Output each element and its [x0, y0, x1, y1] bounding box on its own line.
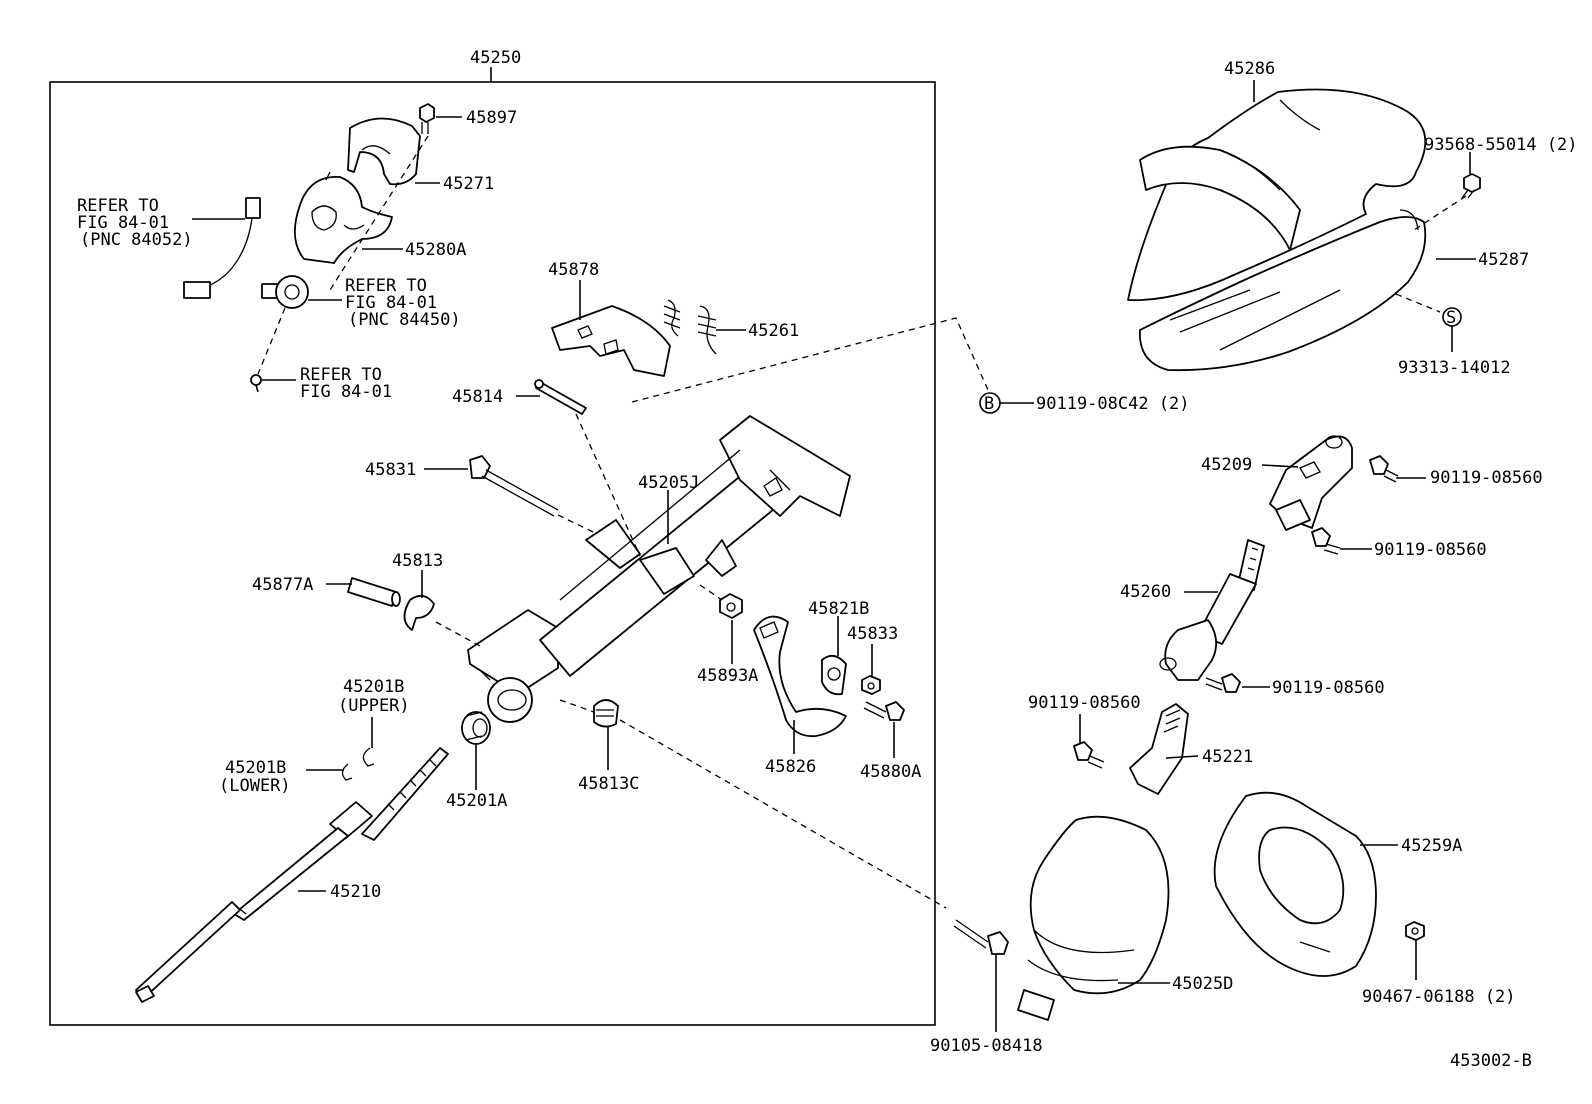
bearing-45201A-drawing — [461, 711, 491, 745]
bolt-45831-drawing — [469, 455, 559, 517]
bolt-45880A-drawing — [863, 701, 905, 721]
snap-ring-upper-drawing — [362, 747, 375, 767]
callout-45878: 45878 — [548, 260, 599, 280]
bolt-d-drawing — [1073, 741, 1105, 769]
callout-45025D: 45025D — [1172, 974, 1233, 994]
main-shaft-45210-drawing — [135, 747, 449, 1003]
dust-cover-45259A-drawing — [1213, 791, 1377, 977]
callout-45271: 45271 — [443, 174, 494, 194]
callout-45826: 45826 — [765, 757, 816, 777]
callout-bolt-d: 90119-08560 — [1028, 693, 1141, 713]
callout-45221: 45221 — [1202, 747, 1253, 767]
refer1-line3: (PNC 84052) — [80, 230, 193, 250]
snap-ring-lower-drawing — [341, 763, 353, 781]
callout-45831: 45831 — [365, 460, 416, 480]
label-lower: (LOWER) — [219, 776, 291, 796]
callout-45201A: 45201A — [446, 791, 507, 811]
bolt-45897-drawing — [419, 103, 435, 134]
callout-45259A: 45259A — [1401, 836, 1462, 856]
label-upper: (UPPER) — [338, 696, 410, 716]
bolt-c-drawing — [1205, 673, 1241, 693]
nut-45833-drawing — [861, 675, 881, 695]
u-joint-45209-drawing — [1269, 435, 1353, 531]
callout-45877A: 45877A — [252, 575, 313, 595]
callout-45201B-upper: 45201B — [343, 677, 404, 697]
screw-84-01-drawing — [250, 374, 262, 393]
refer1-line2: FIG 84-01 — [77, 213, 169, 233]
bolt-a-drawing — [1369, 455, 1399, 483]
callout-45209: 45209 — [1201, 455, 1252, 475]
callout-bolt-a: 90119-08560 — [1430, 468, 1543, 488]
refer2-line1: REFER TO — [345, 276, 427, 296]
housing-45280A-drawing — [294, 171, 393, 264]
column-tube-45205J-drawing — [467, 415, 851, 723]
refer1-line1: REFER TO — [77, 196, 159, 216]
diagram-code: 453002-B — [1450, 1051, 1532, 1071]
bracket-45878-drawing — [551, 305, 671, 377]
column-cover-45286-drawing — [1127, 88, 1427, 302]
callout-bolt-c: 90119-08560 — [1272, 678, 1385, 698]
sensor-84450-drawing — [261, 275, 309, 309]
callout-93313-14012: 93313-14012 — [1398, 358, 1511, 378]
callout-45814: 45814 — [452, 387, 503, 407]
sleeve-45877A-drawing — [347, 577, 401, 607]
plate-45821B-drawing — [821, 654, 847, 696]
refer2-line2: FIG 84-01 — [345, 293, 437, 313]
pin-45814-drawing — [534, 379, 587, 415]
harness-connector-drawing — [183, 197, 261, 299]
screw-90467-drawing — [1405, 921, 1425, 941]
callout-45201B-lower: 45201B — [225, 758, 286, 778]
intermediate-shaft-45260-drawing — [1159, 539, 1265, 681]
column-cover-45287-drawing — [1139, 209, 1427, 372]
callout-45821B: 45821B — [808, 599, 869, 619]
callout-45897: 45897 — [466, 108, 517, 128]
callout-45280A: 45280A — [405, 240, 466, 260]
callout-45893A: 45893A — [697, 666, 758, 686]
callout-90105-08418: 90105-08418 — [930, 1036, 1043, 1056]
callout-bolt-b: 90119-08560 — [1374, 540, 1487, 560]
callout-45287: 45287 — [1478, 250, 1529, 270]
bolt-90105-drawing — [953, 919, 1009, 955]
callout-90467-06188: 90467-06188 (2) — [1362, 987, 1516, 1007]
lever-45826-drawing — [753, 615, 847, 738]
refer3-line1: REFER TO — [300, 365, 382, 385]
callout-45813: 45813 — [392, 551, 443, 571]
clamp-45271-drawing — [347, 117, 421, 186]
callout-45813C: 45813C — [578, 774, 639, 794]
callout-45260: 45260 — [1120, 582, 1171, 602]
ring-45813-drawing — [403, 594, 435, 631]
callout-93568-55014: 93568-55014 (2) — [1424, 135, 1578, 155]
boot-45025D-drawing — [1017, 815, 1170, 1021]
refer3-line2: FIG 84-01 — [300, 382, 392, 402]
marker-b: B — [984, 394, 994, 414]
callout-45286: 45286 — [1224, 59, 1275, 79]
refer2-line3: (PNC 84450) — [348, 310, 461, 330]
screw-93568-drawing — [1461, 173, 1481, 199]
assembly-frame — [49, 81, 936, 1026]
yoke-45221-drawing — [1129, 703, 1189, 795]
ring-45813C-drawing — [593, 699, 619, 728]
assembly-label: 45250 — [470, 48, 521, 68]
callout-45261: 45261 — [748, 321, 799, 341]
callout-45210: 45210 — [330, 882, 381, 902]
callout-45205J: 45205J — [638, 473, 699, 493]
callout-45833: 45833 — [847, 624, 898, 644]
callout-45880A: 45880A — [860, 762, 921, 782]
marker-s: S — [1446, 308, 1456, 328]
bolt-b-drawing — [1311, 527, 1341, 555]
callout-90119-08C42: 90119-08C42 (2) — [1036, 394, 1190, 414]
nut-45893A-drawing — [719, 593, 743, 619]
springs-45261-drawing — [663, 299, 717, 355]
